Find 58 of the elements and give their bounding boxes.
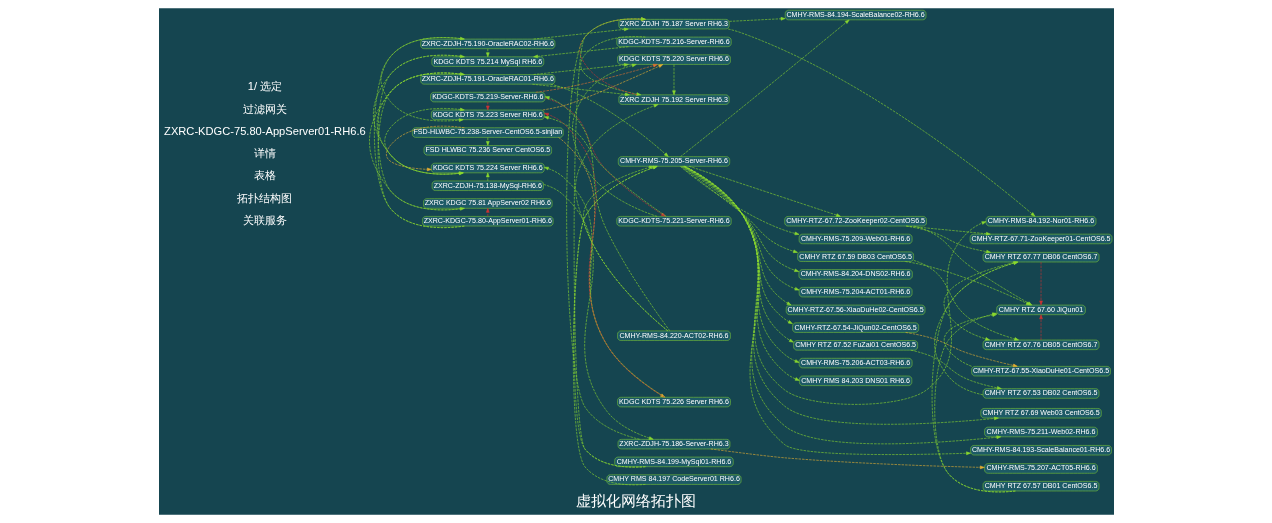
label: 过滤网关	[242, 102, 287, 115]
arrow	[582, 165, 668, 332]
arrow	[671, 64, 676, 96]
arrow	[727, 28, 1035, 217]
arrow	[544, 98, 666, 217]
arrow	[905, 225, 991, 254]
arrow	[531, 83, 630, 97]
arrow	[532, 27, 629, 40]
arrow	[376, 72, 465, 176]
arrow	[913, 260, 1019, 341]
label: 拓扑结构图	[236, 191, 292, 204]
arrow	[681, 166, 799, 291]
arrow	[679, 19, 849, 157]
arrow	[373, 36, 465, 228]
arrow	[1038, 314, 1043, 341]
arrow	[904, 332, 1018, 368]
arrow	[485, 101, 490, 111]
arrow	[931, 261, 1018, 493]
arrow	[485, 172, 490, 182]
arrow	[910, 349, 1002, 390]
arrow	[542, 184, 653, 440]
arrow	[532, 63, 629, 75]
label: ZXRC-KDGC-75.80-AppServer01-RH6.6	[163, 124, 366, 137]
arrow	[1038, 261, 1043, 306]
arrow	[485, 137, 490, 146]
arrow	[549, 83, 669, 157]
arrow	[544, 96, 670, 331]
arrow	[681, 166, 799, 272]
arrow	[383, 107, 465, 175]
arrow	[571, 63, 657, 217]
arrow	[579, 36, 646, 96]
arrow	[543, 116, 666, 217]
label: 表格	[253, 169, 276, 182]
arrow	[943, 261, 1017, 341]
arrow	[557, 137, 665, 398]
label: 1/ 选定	[247, 80, 282, 93]
arrow	[933, 261, 1018, 396]
arrow	[728, 17, 785, 22]
arrow	[688, 165, 841, 217]
arrow	[377, 54, 465, 211]
caption: 虚拟化网络拓扑图	[576, 492, 696, 510]
arrow	[541, 64, 663, 111]
arrow	[680, 166, 798, 253]
arrow	[368, 72, 465, 211]
arrow	[543, 112, 665, 398]
arrow	[485, 48, 490, 58]
arrow	[543, 166, 665, 398]
arrow	[532, 46, 629, 59]
label: 详情	[253, 147, 276, 160]
arrow	[372, 54, 465, 176]
arrow	[574, 104, 668, 332]
arrow	[380, 37, 465, 122]
arrow	[679, 166, 799, 236]
arrow	[709, 448, 985, 470]
label: 关联服务	[242, 214, 287, 227]
arrow	[535, 63, 658, 93]
arrow	[385, 125, 465, 172]
arrow	[485, 208, 490, 217]
